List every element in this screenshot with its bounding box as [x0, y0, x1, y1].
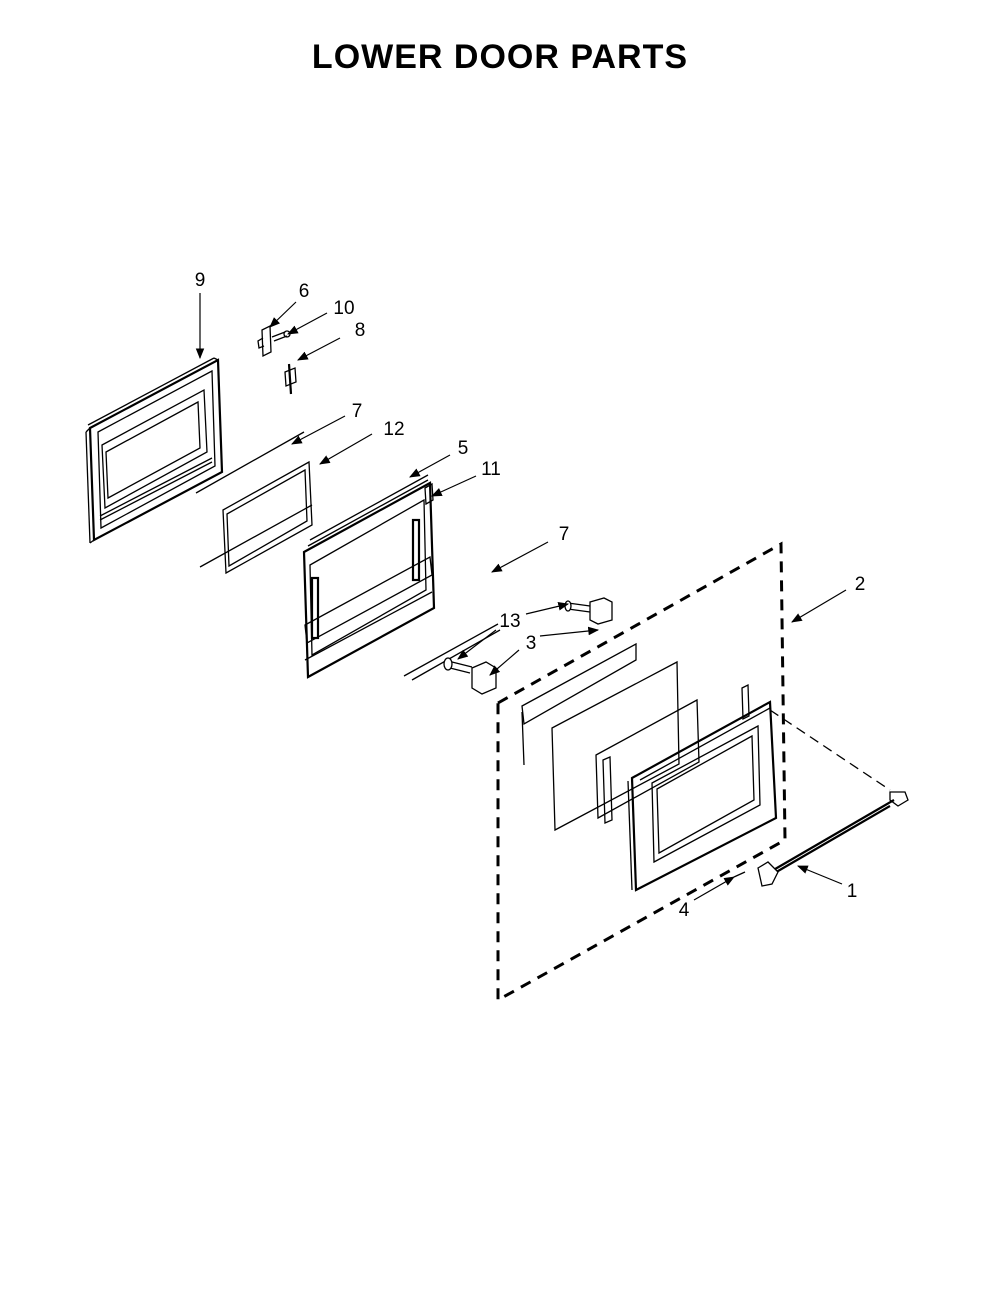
part-10-screw [271, 330, 291, 342]
callout-10: 10 [333, 298, 354, 319]
callout-7-upper: 7 [352, 401, 363, 422]
part-8-hinge-pin [284, 363, 297, 395]
part-13-upper-hinge-screw [564, 600, 591, 613]
part-11-bracket [424, 482, 434, 506]
callout-12: 12 [383, 419, 404, 440]
part-3-lower-hinge-block [471, 661, 497, 695]
callout-6: 6 [299, 281, 310, 302]
callout-7-lower: 7 [559, 524, 570, 545]
callout-5: 5 [458, 438, 469, 459]
callout-13: 13 [499, 611, 520, 632]
part-9-inner-door-frame [85, 357, 224, 544]
callout-3: 3 [526, 633, 537, 654]
callout-11: 11 [481, 459, 501, 480]
callout-8: 8 [355, 320, 366, 341]
part-12-glass-pane [222, 460, 313, 575]
callout-4: 4 [679, 900, 690, 921]
part-1-door-handle [757, 709, 909, 887]
part-2-outer-door-assembly [496, 541, 787, 1003]
part-6-clip [257, 324, 272, 358]
callout-2: 2 [855, 574, 866, 595]
part-4-handle-screw [733, 871, 746, 878]
page-title: LOWER DOOR PARTS [311, 38, 689, 76]
part-3-upper-hinge-block [589, 597, 613, 625]
callout-9: 9 [195, 270, 206, 291]
leader-lines [195, 293, 847, 901]
part-5-door-liner [302, 474, 436, 679]
callout-1: 1 [847, 881, 858, 902]
part-13-lower-hinge-screw [443, 657, 473, 674]
part-7-upper-gasket [195, 431, 313, 568]
